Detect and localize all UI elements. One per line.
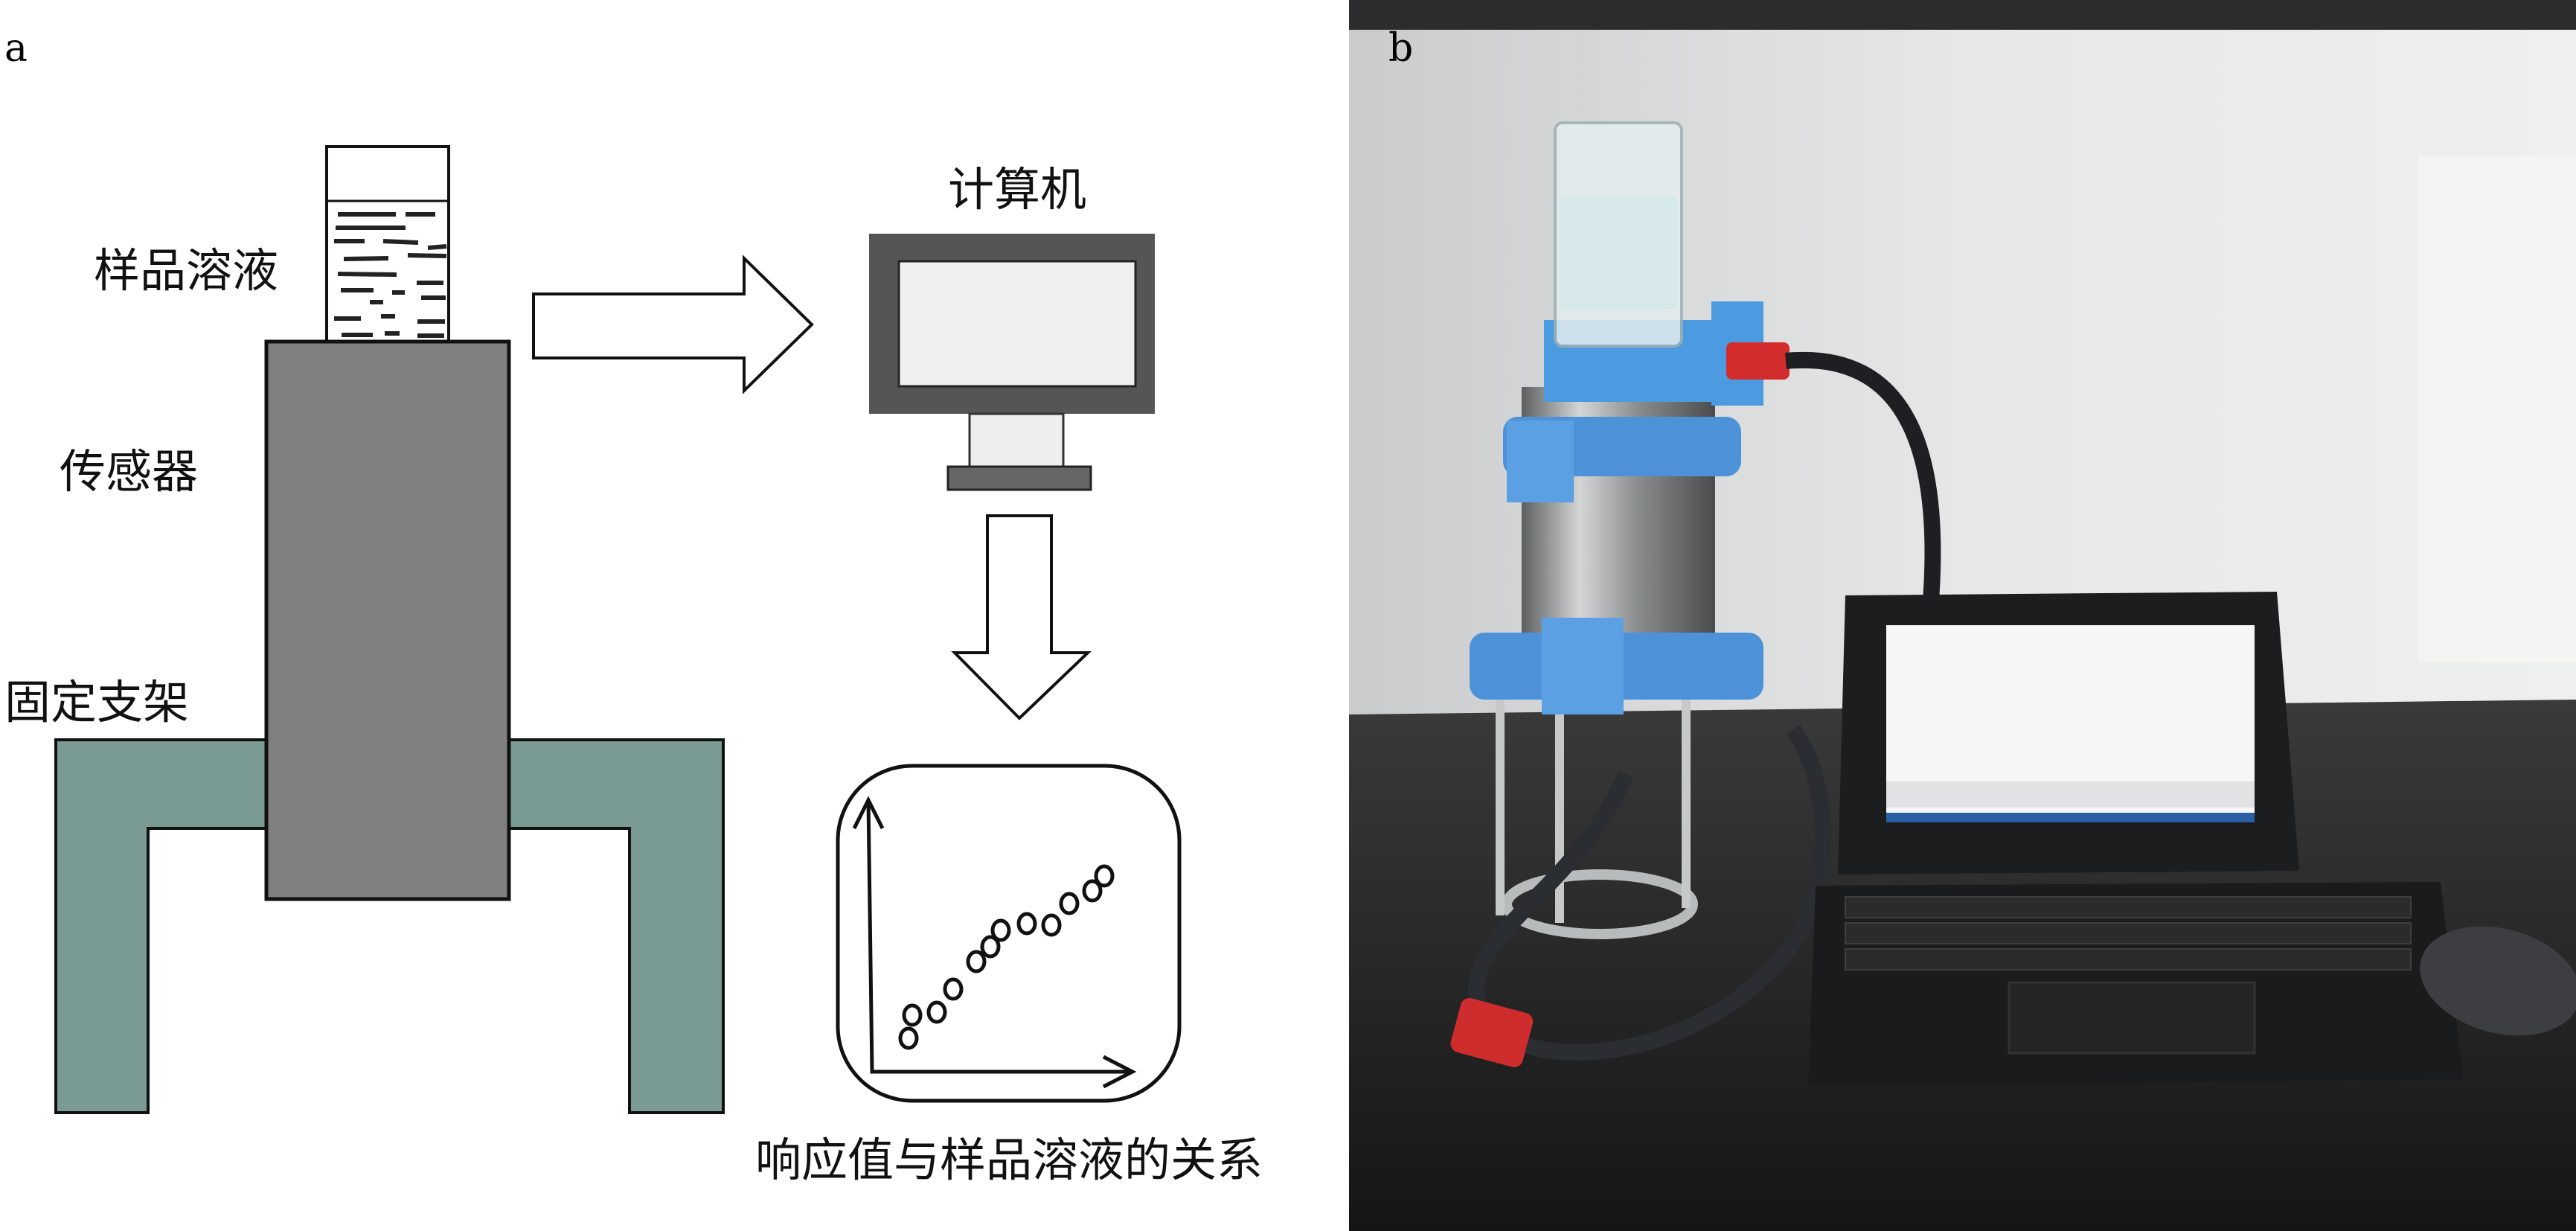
plot-point [1041,913,1062,937]
ceiling-edge [1349,0,2576,30]
computer-label: 计算机 [948,162,1086,217]
plot-point [1094,864,1115,888]
sample-beaker [325,145,450,343]
panel-b-label: b [1388,26,1413,71]
left-bracket [54,738,268,1114]
mouse [2420,926,2576,1036]
plot-point [966,950,987,973]
plot-axes [866,799,1131,1074]
plot-point [1059,892,1080,915]
touchpad [2008,981,2256,1055]
plot-point [980,935,1001,959]
computer-icon [869,234,1155,491]
x-axis-arrowhead [1102,1055,1137,1089]
response-plot-icon [836,764,1182,1103]
panel-b-photo: b [1349,0,2576,1231]
tablet-computer [1808,592,2463,1087]
red-connector [1726,342,1790,380]
panel-a: a 样品溶液 传感器 固定支架 [4,26,1263,1187]
solution-lines [334,212,447,338]
plot-point [902,1003,923,1027]
plot-point [1016,912,1037,936]
plot-point [898,1026,919,1050]
bracket-label: 固定支架 [4,675,189,729]
plot-point [1082,879,1103,903]
sensor-body [264,339,511,901]
plastic-bag [2418,156,2576,662]
plot-point [943,977,964,1001]
sensor-apparatus [1470,121,1790,939]
red-cap [1450,998,1534,1067]
plot-point [990,918,1011,942]
sensor-label: 传感器 [60,444,198,499]
y-axis-arrowhead [852,796,885,830]
sample-solution-label: 样品溶液 [94,243,278,298]
caption: 响应值与样品溶液的关系 [755,1133,1263,1187]
cable [1784,351,1941,642]
right-bracket [507,738,725,1114]
right-arrow [532,255,814,394]
panel-a-label: a [4,26,28,71]
plot-point [926,1000,947,1024]
down-arrow [951,514,1092,720]
